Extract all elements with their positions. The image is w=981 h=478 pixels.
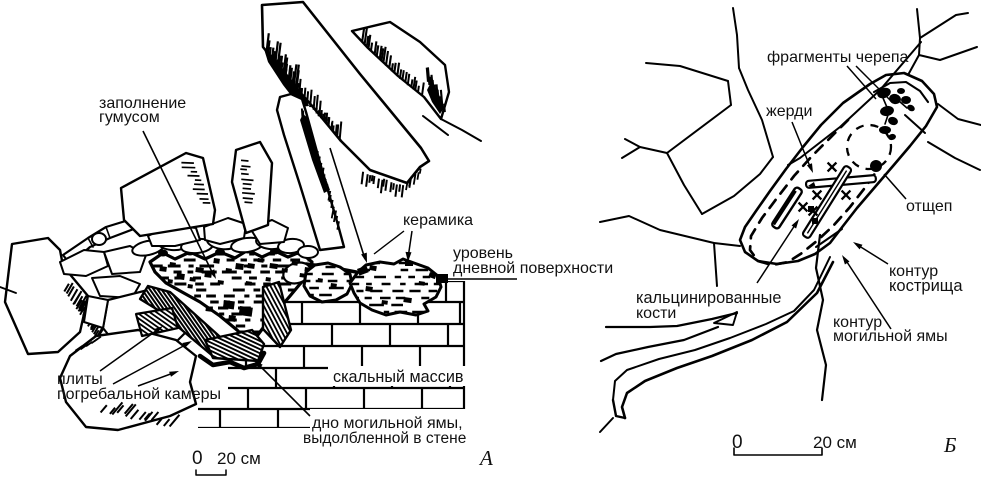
svg-text:плиты: плиты — [57, 371, 103, 388]
svg-text:20 см: 20 см — [217, 449, 261, 468]
svg-text:дневной поверхности: дневной поверхности — [453, 260, 613, 277]
svg-text:0: 0 — [732, 432, 743, 453]
svg-text:дно могильной ямы,: дно могильной ямы, — [312, 415, 463, 432]
svg-text:кости: кости — [636, 305, 676, 322]
svg-text:кальцинированные: кальцинированные — [636, 289, 781, 307]
svg-text:жерди: жерди — [766, 103, 812, 120]
svg-text:20 см: 20 см — [813, 433, 857, 452]
svg-text:контур: контур — [833, 314, 882, 331]
svg-text:отщеп: отщеп — [906, 198, 952, 215]
svg-text:кострища: кострища — [889, 277, 963, 295]
svg-text:скальный массив: скальный массив — [333, 368, 464, 386]
svg-text:Б: Б — [943, 433, 956, 457]
svg-text:контур: контур — [889, 263, 938, 280]
svg-text:выдолбленной в стене: выдолбленной в стене — [303, 430, 466, 447]
svg-text:фрагменты черепа: фрагменты черепа — [767, 49, 909, 66]
svg-text:А: А — [478, 446, 493, 470]
svg-text:0: 0 — [192, 448, 203, 469]
svg-text:заполнение: заполнение — [99, 95, 186, 112]
svg-text:погребальной камеры: погребальной камеры — [57, 386, 221, 403]
svg-text:могильной ямы: могильной ямы — [833, 328, 948, 345]
svg-text:керамика: керамика — [403, 212, 473, 229]
svg-text:гумусом: гумусом — [99, 109, 160, 126]
svg-text:уровень: уровень — [453, 245, 513, 262]
